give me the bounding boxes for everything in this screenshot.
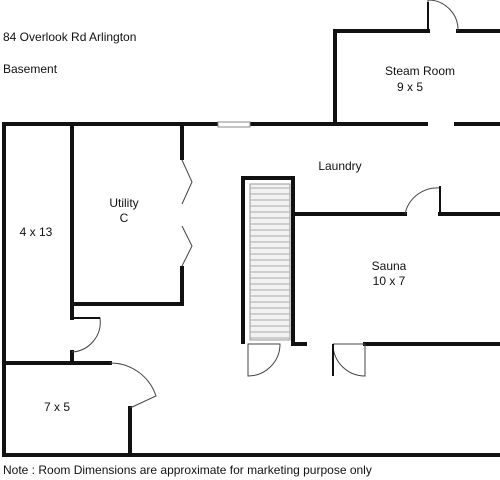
- wall-utility: [70, 122, 184, 306]
- room-steam-room-dims: 9 x 5: [396, 80, 424, 94]
- window: [217, 121, 251, 128]
- room-steam-room-name: Steam Room: [384, 64, 456, 78]
- walls: [2, 29, 500, 457]
- room-sauna-dims: 10 x 7: [372, 274, 406, 288]
- door-steam-room: [427, 0, 459, 32]
- stairs: [249, 183, 291, 341]
- room-utility-name: Utility: [109, 196, 139, 210]
- door-left-room: [71, 317, 101, 353]
- wall-sauna: [291, 212, 500, 346]
- room-laundry-name: Laundry: [318, 159, 362, 173]
- room-bottom-left-dims: 7 x 5: [43, 400, 71, 414]
- wall-stairs: [241, 176, 295, 344]
- plan-address: 84 Overlook Rd Arlington: [3, 30, 137, 44]
- door-sauna-top: [404, 187, 441, 215]
- room-left-dims: 4 x 13: [19, 225, 53, 239]
- wall-outer: [2, 122, 500, 457]
- door-bottom-room: [109, 362, 157, 409]
- door-stairs-bottom: [247, 343, 281, 377]
- wall-steam-room: [333, 29, 500, 126]
- wall-bottom-room: [2, 361, 132, 457]
- plan-level: Basement: [3, 62, 58, 76]
- disclaimer-note: Note : Room Dimensions are approximate f…: [3, 463, 372, 477]
- door-utility-bifold: [181, 159, 193, 267]
- doors: [71, 0, 459, 409]
- room-utility-dims: C: [119, 211, 129, 225]
- room-sauna-name: Sauna: [371, 259, 407, 273]
- door-sauna-bottom: [332, 343, 366, 377]
